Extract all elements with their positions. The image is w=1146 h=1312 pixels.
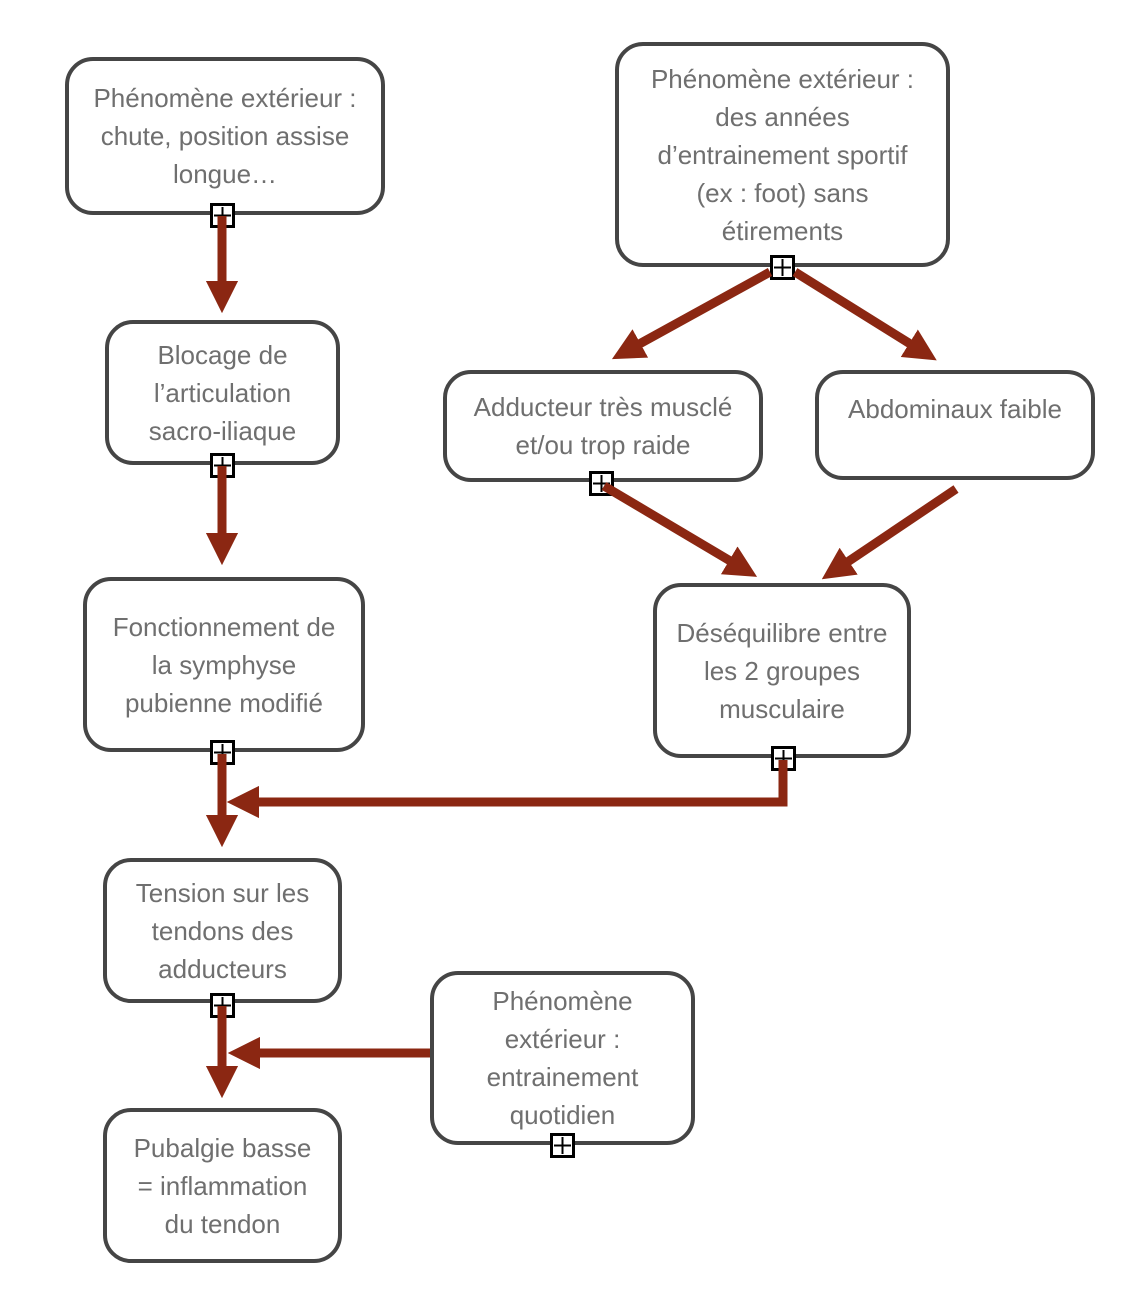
arrow-abdominaux-to-desequilibre [821,485,959,580]
plus-icon [214,457,231,474]
plus-icon [214,207,231,224]
node-label: Tension sur les tendons des adducteurs [135,877,310,984]
arrow-phenomene-sport-to-abdominaux [792,268,937,361]
node-label: Phénomène extérieur : chute, position as… [93,83,357,189]
node-desequilibre[interactable]: Déséquilibre entre les 2 groupes muscula… [653,583,911,758]
node-label: Abdominaux faible [848,394,1062,424]
plus-icon [593,475,610,492]
connector-handle-phenomene-sport[interactable] [770,255,795,280]
node-pubalgie[interactable]: Pubalgie basse = inflammation du tendon [103,1108,342,1263]
connector-handle-tension[interactable] [210,993,235,1018]
node-label: Pubalgie basse = inflammation du tendon [133,1132,312,1239]
plus-icon [214,997,231,1014]
node-phenomene-quotidien[interactable]: Phénomène extérieur : entrainement quoti… [430,971,695,1145]
node-label: Adducteur très musclé et/ou trop raide [473,392,733,460]
connector-handle-phenomene-chute[interactable] [210,203,235,228]
arrow-desequilibre-to-tension [226,760,788,819]
node-tension[interactable]: Tension sur les tendons des adducteurs [103,858,342,1003]
node-blocage[interactable]: Blocage de l’articulation sacro-iliaque [105,320,340,465]
node-abdominaux[interactable]: Abdominaux faible [815,370,1095,480]
connector-handle-phenomene-quotidien[interactable] [550,1133,575,1158]
node-phenomene-sport[interactable]: Phénomène extérieur : des années d’entra… [615,42,950,267]
node-label: Phénomène extérieur : entrainement quoti… [486,986,639,1130]
connector-handle-blocage[interactable] [210,453,235,478]
node-adducteur[interactable]: Adducteur très musclé et/ou trop raide [443,370,763,482]
arrow-adducteur-to-desequilibre [601,482,758,577]
node-label: Déséquilibre entre les 2 groupes muscula… [676,617,888,724]
plus-icon [774,259,791,276]
node-fonctionnement[interactable]: Fonctionnement de la symphyse pubienne m… [83,577,365,752]
node-label: Blocage de l’articulation sacro-iliaque [148,339,297,446]
connector-handle-fonctionnement[interactable] [210,740,235,765]
node-label: Phénomène extérieur : des années d’entra… [650,63,915,246]
connector-handle-desequilibre[interactable] [771,746,796,771]
node-phenomene-chute[interactable]: Phénomène extérieur : chute, position as… [65,57,385,215]
node-label: Fonctionnement de la symphyse pubienne m… [112,611,336,718]
plus-icon [214,744,231,761]
connector-handle-adducteur[interactable] [589,471,614,496]
plus-icon [554,1137,571,1154]
plus-icon [775,750,792,767]
arrow-phenomene-sport-to-adducteur [611,268,773,360]
